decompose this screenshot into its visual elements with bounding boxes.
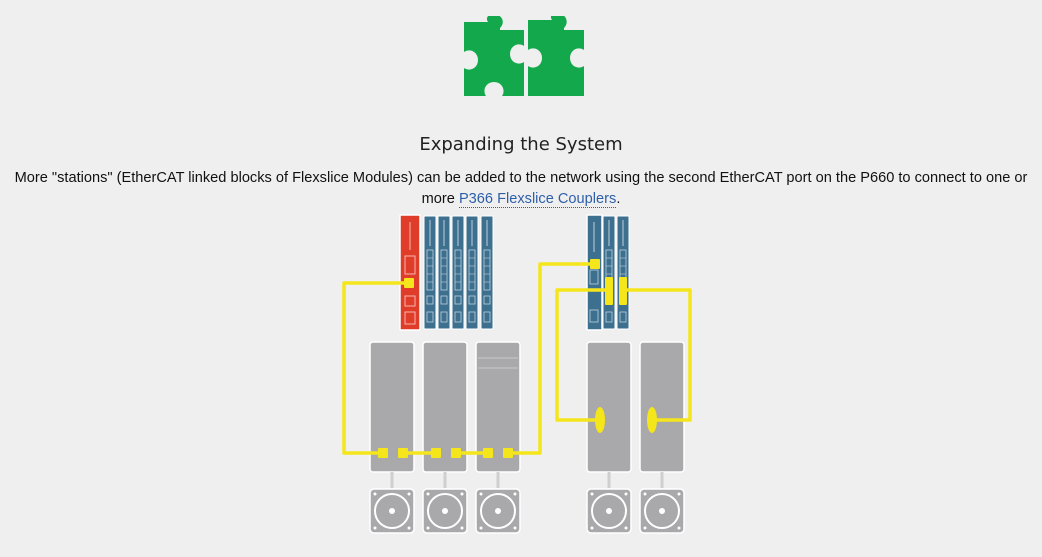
station-2 xyxy=(586,214,685,534)
station-1 xyxy=(369,214,521,534)
cable-connectors xyxy=(378,259,657,458)
system-expansion-diagram xyxy=(342,214,692,534)
description-end: . xyxy=(616,191,621,207)
drive-5 xyxy=(639,341,685,473)
motor-icon xyxy=(422,488,468,534)
motor-icon xyxy=(586,488,632,534)
motor-icon xyxy=(475,488,521,534)
puzzle-pieces-icon xyxy=(464,16,584,96)
ethercat-cables xyxy=(342,262,692,455)
p366-coupler xyxy=(586,214,603,331)
description-text: More "stations" (EtherCAT linked blocks … xyxy=(14,170,1028,207)
motor-icon xyxy=(369,488,415,534)
drive-4 xyxy=(586,341,632,473)
p366-couplers-link[interactable]: P366 Flexslice Couplers xyxy=(458,191,617,208)
motor-icon xyxy=(639,488,685,534)
section-description: More "stations" (EtherCAT linked blocks … xyxy=(10,168,1032,210)
section-title: Expanding the System xyxy=(419,134,623,155)
